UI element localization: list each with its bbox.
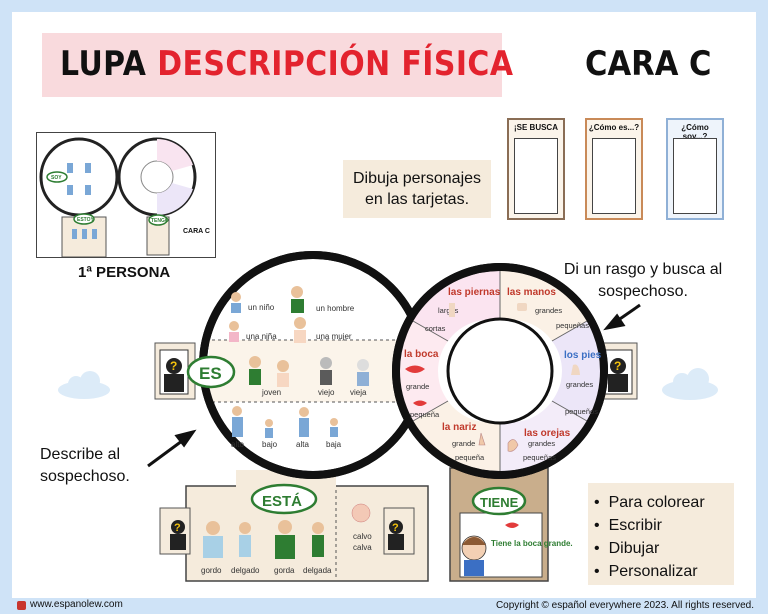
card-como-es: ¿Cómo es...? <box>585 118 643 220</box>
thumbnail-caption: 1ª PERSONA <box>78 264 171 281</box>
es-label: alto <box>231 440 244 449</box>
es-label: un hombre <box>316 304 355 313</box>
svg-text:?: ? <box>614 359 621 373</box>
activity-item: Escribir <box>594 514 734 537</box>
es-label: vieja <box>350 388 367 397</box>
title-banner <box>42 33 502 97</box>
esta-badge <box>250 483 318 515</box>
thumbnail-preview: SOY ESTOY TENGO CARA C <box>36 132 216 258</box>
wheel-title: la nariz <box>442 422 476 433</box>
boy-character-icon <box>461 535 487 576</box>
mouth-icon <box>413 400 427 406</box>
title-word-descripcion: DESCRIPCIÓN FÍSICA <box>157 44 514 84</box>
activities-box: Para colorear Escribir Dibujar Personali… <box>588 483 734 585</box>
tiene-badge-label: TIENE <box>480 495 519 510</box>
suspect-silhouette-icon: ? <box>170 520 186 550</box>
cloud-right-icon <box>662 368 718 400</box>
es-badge <box>186 355 236 389</box>
arrow-icon <box>603 303 641 331</box>
ear-icon <box>507 439 519 452</box>
tiene-speech: Tiene la boca grande. <box>491 539 573 548</box>
wheel-item: largas <box>438 306 459 315</box>
wheel-item: pequeña <box>455 453 485 462</box>
es-label: joven <box>261 388 281 397</box>
activity-item: Para colorear <box>594 491 734 514</box>
wheel-title: las orejas <box>524 428 571 439</box>
wheel-item: grandes <box>566 380 593 389</box>
es-label: baja <box>326 440 342 449</box>
wheel-title: las manos <box>507 287 556 298</box>
card-drawing-area <box>673 138 717 214</box>
thumb-cara: CARA C <box>183 228 210 235</box>
wheel-item: pequeños <box>565 407 598 416</box>
wheel-item: grandes <box>535 306 562 315</box>
suspect-silhouette-icon: ? <box>388 520 404 550</box>
person-figure-icon <box>203 503 371 559</box>
esta-label: delgado <box>231 566 260 575</box>
thumb-soy: SOY <box>51 175 62 181</box>
flag-icon <box>17 601 26 610</box>
card-title: ¡SE BUSCA <box>513 123 558 132</box>
person-figure-icon <box>229 286 369 438</box>
svg-text:?: ? <box>174 522 181 534</box>
wheel-item: cortas <box>425 324 446 333</box>
wheel-title: las piernas <box>448 287 501 298</box>
activity-item: Dibujar <box>594 537 734 560</box>
card-drawing-area <box>514 138 558 214</box>
hand-icon <box>517 303 527 311</box>
foot-icon <box>571 364 580 375</box>
wheel-title: la boca <box>404 349 439 360</box>
es-label: bajo <box>262 440 278 449</box>
wheel-item: pequeñas <box>556 321 589 330</box>
tiene-badge <box>471 486 527 516</box>
es-label: alta <box>296 440 309 449</box>
wheel-item: grande <box>452 439 475 448</box>
title-word-lupa: LUPA <box>60 44 147 84</box>
wheel-item: pequeña <box>410 410 440 419</box>
arrow-icon <box>147 429 197 468</box>
card-drawing-area <box>592 138 636 214</box>
thumb-estoy: ESTOY <box>77 217 95 223</box>
website-link[interactable]: www.espanolew.com <box>30 599 123 610</box>
hint-left: Describe al sospechoso. <box>40 446 130 485</box>
mouth-icon <box>505 522 519 528</box>
suspect-silhouette-icon: ? <box>159 349 189 395</box>
body-part-icons <box>405 303 580 452</box>
activity-item: Personalizar <box>594 560 734 583</box>
card-como-soy: ¿Cómo soy...? <box>666 118 724 220</box>
card-title: ¿Cómo soy...? <box>681 123 709 141</box>
esta-label: delgada <box>303 566 332 575</box>
es-badge-label: ES <box>199 364 222 383</box>
esta-label: gordo <box>201 566 222 575</box>
cloud-left-icon <box>58 371 110 399</box>
es-label: una niña <box>246 332 277 341</box>
hint-right: Di un rasgo y busca al sospechoso. <box>563 261 723 300</box>
wheel-item: pequeñas <box>523 453 556 462</box>
svg-text:?: ? <box>170 359 177 373</box>
thumb-tengo: TENGO <box>151 218 169 224</box>
nose-icon <box>478 432 486 446</box>
card-title: ¿Cómo es...? <box>588 123 640 132</box>
esta-badge-label: ESTÁ <box>262 493 302 510</box>
draw-instruction: Dibuja personajes en las tarjetas. <box>343 160 491 218</box>
esta-label: calva <box>353 543 372 552</box>
page-title: LUPA DESCRIPCIÓN FÍSICA <box>60 44 513 84</box>
esta-label: gorda <box>274 566 295 575</box>
copyright-text: Copyright © español everywhere 2023. All… <box>495 600 754 611</box>
esta-label: calvo <box>353 532 372 541</box>
side-label: CARA C <box>585 44 712 84</box>
mouth-icon <box>405 365 425 373</box>
es-label: una mujer <box>316 332 352 341</box>
wheel-item: grandes <box>528 439 555 448</box>
card-se-busca: ¡SE BUSCA <box>507 118 565 220</box>
es-label: un niño <box>248 303 275 312</box>
wheel-title: los pies <box>564 350 602 361</box>
svg-text:?: ? <box>392 522 399 534</box>
es-label: viejo <box>318 388 335 397</box>
suspect-silhouette-icon: ? <box>603 349 633 395</box>
leg-icon <box>449 303 455 317</box>
wheel-item: grande <box>406 382 429 391</box>
